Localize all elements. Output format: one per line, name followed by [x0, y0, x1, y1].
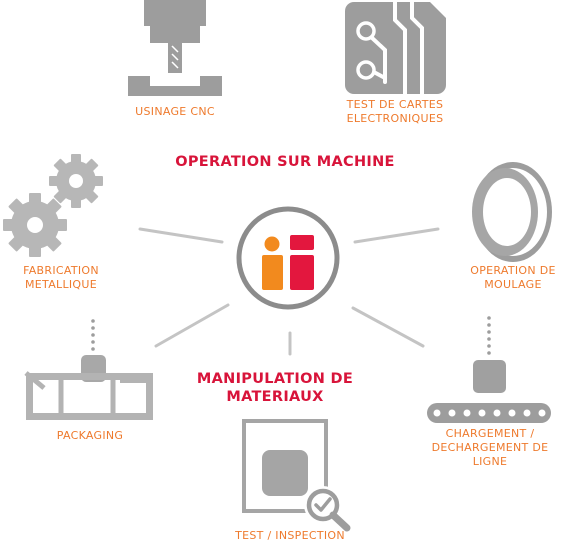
connector-line	[351, 306, 425, 348]
inspection-magnifier-icon	[242, 419, 351, 532]
connector-lines	[138, 227, 440, 356]
label-fabrication-metallique: FABRICATION METALLIQUE	[0, 264, 122, 292]
heading-operation-machine: OPERATION SUR MACHINE	[110, 153, 460, 171]
logo-icon	[236, 206, 340, 310]
label-packaging: PACKAGING	[30, 429, 150, 443]
conveyor-icon	[427, 316, 551, 423]
label-line: TEST DE CARTES	[346, 98, 444, 111]
connector-line	[353, 227, 440, 244]
label-line: USINAGE CNC	[135, 105, 215, 118]
circuit-board-icon	[345, 0, 446, 96]
label-line: TEST / INSPECTION	[235, 529, 345, 542]
label-line: ELECTRONIQUES	[346, 112, 444, 125]
label-line: OPERATION DE	[470, 264, 556, 277]
gears-icon	[3, 154, 103, 257]
label-line: LIGNE	[472, 455, 508, 468]
ring-mold-icon	[472, 162, 552, 262]
heading-line: MANIPULATION DE	[196, 371, 354, 387]
heading-line: MATERIAUX	[226, 389, 324, 405]
packaging-box-icon	[24, 319, 153, 420]
label-line: CHARGEMENT /	[445, 427, 535, 440]
label-line: PACKAGING	[56, 429, 124, 442]
label-line: DECHARGEMENT DE	[431, 441, 549, 454]
connector-line	[154, 303, 230, 348]
connector-line	[138, 227, 224, 244]
label-operation-moulage: OPERATION DE MOULAGE	[455, 264, 571, 292]
label-test-inspection: TEST / INSPECTION	[215, 529, 365, 543]
label-chargement: CHARGEMENT / DECHARGEMENT DE LIGNE	[420, 427, 560, 469]
heading-manipulation-materiaux: MANIPULATION DE MATERIAUX	[150, 370, 400, 406]
label-line: MOULAGE	[484, 278, 542, 291]
cnc-mill-icon	[128, 0, 222, 96]
label-test-cartes: TEST DE CARTES ELECTRONIQUES	[325, 98, 465, 126]
label-line: FABRICATION	[23, 264, 99, 277]
label-line: METALLIQUE	[25, 278, 97, 291]
heading-line: OPERATION SUR MACHINE	[175, 154, 395, 170]
label-usinage-cnc: USINAGE CNC	[105, 105, 245, 119]
